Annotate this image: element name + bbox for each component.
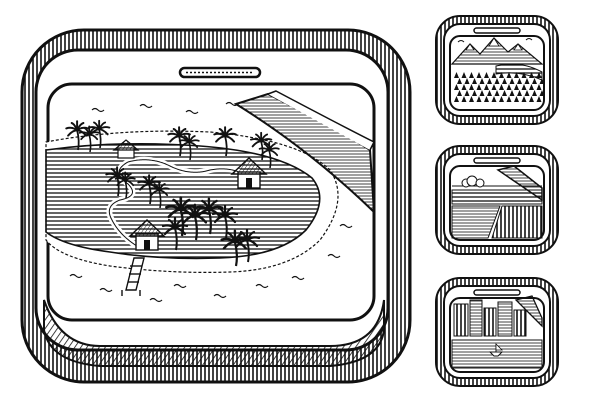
pine-tree <box>499 84 504 90</box>
pine-tree <box>506 72 512 78</box>
pine-tree <box>499 96 504 102</box>
pine-tree <box>506 84 512 90</box>
pine-tree <box>464 78 470 84</box>
pine-tree <box>479 78 485 84</box>
mountain-scene <box>450 37 545 102</box>
window-lower-trim <box>43 299 385 367</box>
pine-tree <box>476 96 482 102</box>
hut-top <box>112 139 140 159</box>
pine-tree <box>469 96 474 102</box>
pine-tree <box>499 72 504 78</box>
palm-tree <box>233 228 261 263</box>
thumbnail-city-window[interactable] <box>435 277 559 387</box>
thumbnail-mountains-window[interactable] <box>435 15 559 125</box>
pine-tree <box>484 96 489 102</box>
pine-tree <box>476 72 482 78</box>
palm-tree <box>258 141 280 169</box>
pine-tree <box>494 78 500 84</box>
pine-tree <box>494 90 500 96</box>
pine-tree <box>472 90 477 96</box>
palm-tree <box>105 166 129 197</box>
pine-tree <box>521 96 527 102</box>
pine-tree <box>487 90 492 96</box>
farmland-scene <box>451 165 543 239</box>
pine-tree <box>469 72 474 78</box>
pine-tree <box>506 96 512 102</box>
pine-tree <box>461 72 467 78</box>
pine-tree <box>521 84 527 90</box>
pine-tree <box>461 96 467 102</box>
pine-tree <box>491 72 497 78</box>
pine-tree <box>532 78 537 84</box>
pine-tree <box>461 84 467 90</box>
palm-tree <box>88 119 111 149</box>
palm-tree <box>194 197 224 235</box>
palm-tree <box>78 125 100 153</box>
pine-tree <box>514 84 519 90</box>
pine-tree <box>529 84 534 90</box>
pine-tree <box>476 84 482 90</box>
pine-tree <box>536 72 542 78</box>
pine-tree <box>472 78 477 84</box>
island-scene <box>45 90 376 303</box>
pine-tree <box>536 84 542 90</box>
pine-tree <box>517 90 522 96</box>
city-scene <box>451 295 543 369</box>
palm-tree <box>114 171 136 199</box>
pine-tree <box>479 90 485 96</box>
pine-tree <box>509 90 515 96</box>
pine-tree <box>502 90 507 96</box>
palm-tree <box>211 204 239 239</box>
pine-tree <box>524 90 530 96</box>
pine-tree <box>454 84 459 90</box>
pine-tree <box>517 78 522 84</box>
pine-tree <box>502 78 507 84</box>
pine-tree <box>539 78 545 84</box>
pine-tree <box>484 72 489 78</box>
pine-tree <box>464 90 470 96</box>
pine-tree <box>521 72 527 78</box>
pine-tree <box>524 78 530 84</box>
thumbnail-farmland-window[interactable] <box>435 145 559 255</box>
hut-bottom <box>128 219 166 251</box>
pine-tree <box>454 72 459 78</box>
island-land <box>45 142 321 260</box>
pine-tree <box>487 78 492 84</box>
pine-tree <box>509 78 515 84</box>
hut-center <box>230 157 268 189</box>
pine-tree <box>536 96 542 102</box>
palm-tree <box>161 216 189 251</box>
palm-tree <box>148 181 170 209</box>
main-window <box>20 28 412 384</box>
pine-tree <box>484 84 489 90</box>
pine-tree <box>529 72 534 78</box>
wooden-pier <box>121 257 145 296</box>
pine-tree <box>529 96 534 102</box>
pine-tree <box>514 72 519 78</box>
palm-trees <box>65 119 280 267</box>
pine-tree <box>469 84 474 90</box>
pine-tree <box>532 90 537 96</box>
pine-tree <box>457 90 462 96</box>
pine-forest <box>454 72 545 102</box>
pine-tree <box>539 90 545 96</box>
palm-tree <box>178 133 200 161</box>
palm-tree <box>213 126 237 157</box>
pine-tree <box>454 96 459 102</box>
pine-tree <box>457 78 462 84</box>
pine-tree <box>491 96 497 102</box>
pine-tree <box>491 84 497 90</box>
pine-tree <box>514 96 519 102</box>
